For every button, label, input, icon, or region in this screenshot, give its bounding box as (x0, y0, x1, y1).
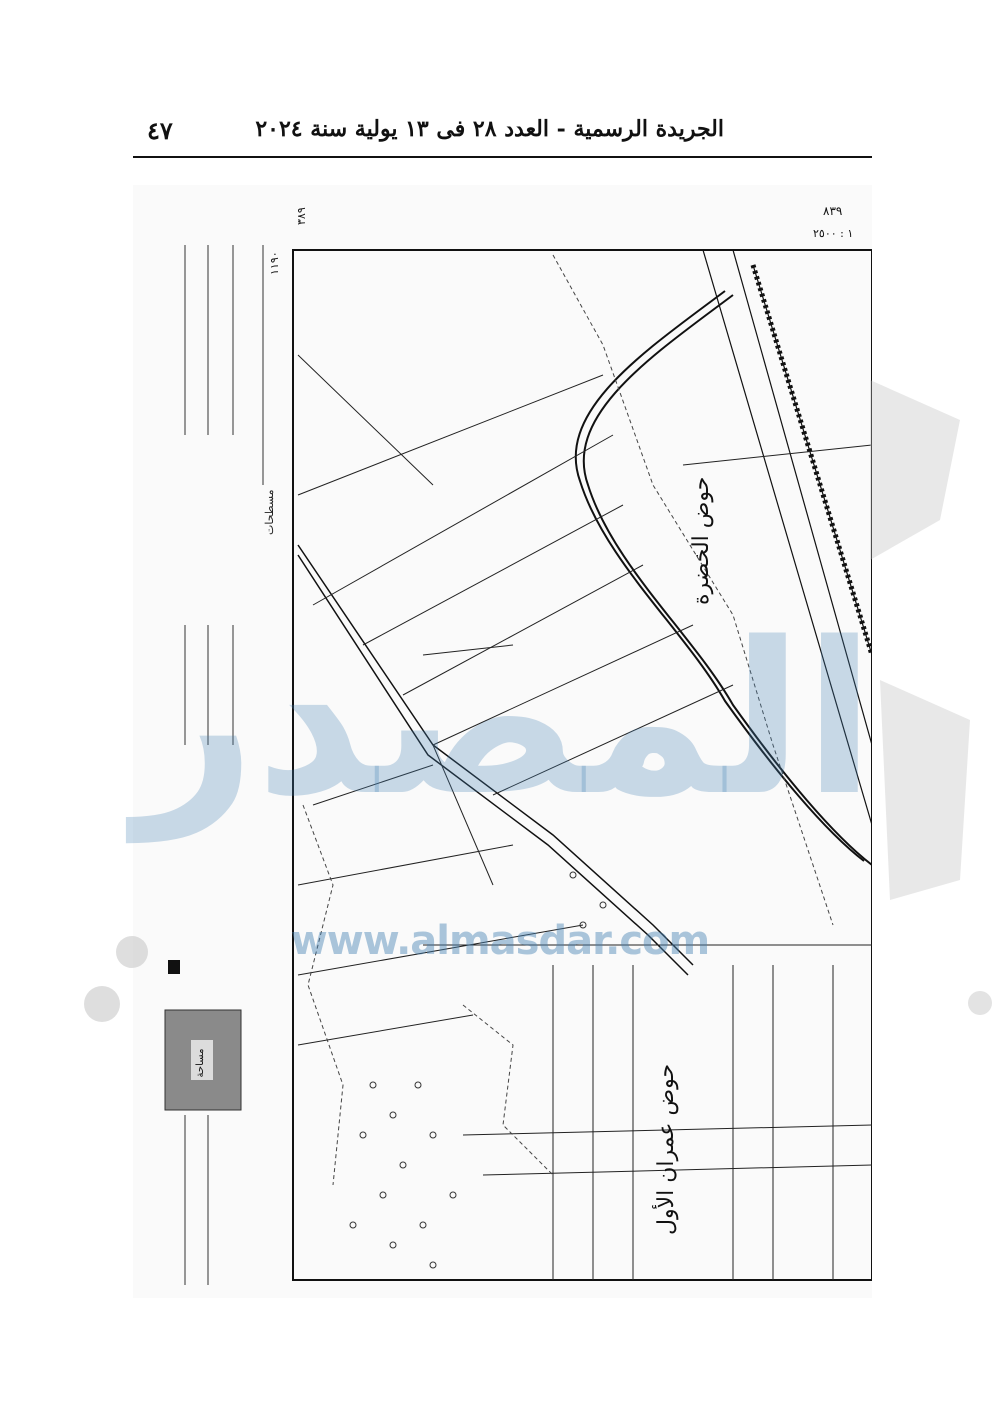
map-legend (184, 245, 264, 1285)
frame-code-left: ١١٩٠ (268, 251, 281, 275)
map-drawing: مساحة مسطحات ٨٣٩ ١ : ٢٥٠٠ ٣٨٩ ١١٩٠ (133, 185, 872, 1298)
road (574, 290, 872, 866)
watermark-url: www.almasdar.com (290, 918, 710, 964)
sheet-number: ٨٣٩ (823, 204, 842, 218)
page-number: ٤٧ (147, 116, 173, 145)
cadastral-map: مساحة مسطحات ٨٣٩ ١ : ٢٥٠٠ ٣٨٩ ١١٩٠ (133, 185, 872, 1298)
basin-label-1: حوض الخضرة (689, 477, 714, 605)
basin-label-2: حوض عمران الأول (651, 1064, 679, 1235)
page-header: ٤٧ الجريدة الرسمية - العدد ٢٨ فى ١٣ يولي… (133, 112, 872, 158)
legend-heading: مسطحات (263, 489, 276, 535)
header-rule (133, 156, 872, 158)
map-scale: ١ : ٢٥٠٠ (813, 227, 853, 240)
railway (702, 249, 872, 826)
running-title: الجريدة الرسمية - العدد ٢٨ فى ١٣ يولية س… (255, 116, 724, 142)
frame-code-top: ٣٨٩ (295, 207, 308, 225)
watermark-logo: المصدر (134, 597, 876, 842)
orchard-area (349, 871, 607, 1269)
legend-stamp-label: مساحة (195, 1049, 206, 1078)
canal (297, 544, 694, 976)
parcel-boundaries (297, 354, 872, 1280)
dashed-boundaries (302, 254, 834, 1186)
